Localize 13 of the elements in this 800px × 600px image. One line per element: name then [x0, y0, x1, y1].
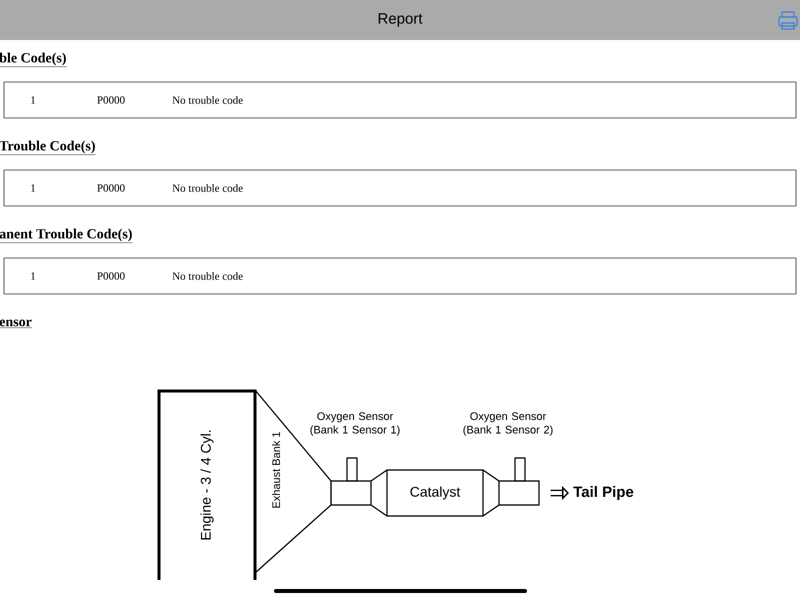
- sensor-label: Oxygen Sensor (Bank 1 Sensor 2): [463, 412, 553, 436]
- section-heading: anent Trouble Code(s): [0, 228, 133, 243]
- page-title: Report: [378, 13, 422, 27]
- section-heading: ensor: [0, 320, 32, 328]
- table-row: 1 P0000 No trouble code: [4, 82, 796, 118]
- table-row: 1 P0000 No trouble code: [4, 258, 796, 294]
- sensor-pipe: [330, 457, 372, 506]
- tail-pipe-label: Tail Pipe: [573, 486, 634, 500]
- table-row: 1 P0000 No trouble code: [4, 170, 796, 206]
- sensor-label: Oxygen Sensor (Bank 1 Sensor 1): [310, 412, 400, 436]
- sensor-pipe: [498, 457, 540, 506]
- catalytic-converter: Catalyst: [370, 469, 500, 517]
- engine-block: Engine - 3 / 4 Cyl.: [158, 390, 256, 580]
